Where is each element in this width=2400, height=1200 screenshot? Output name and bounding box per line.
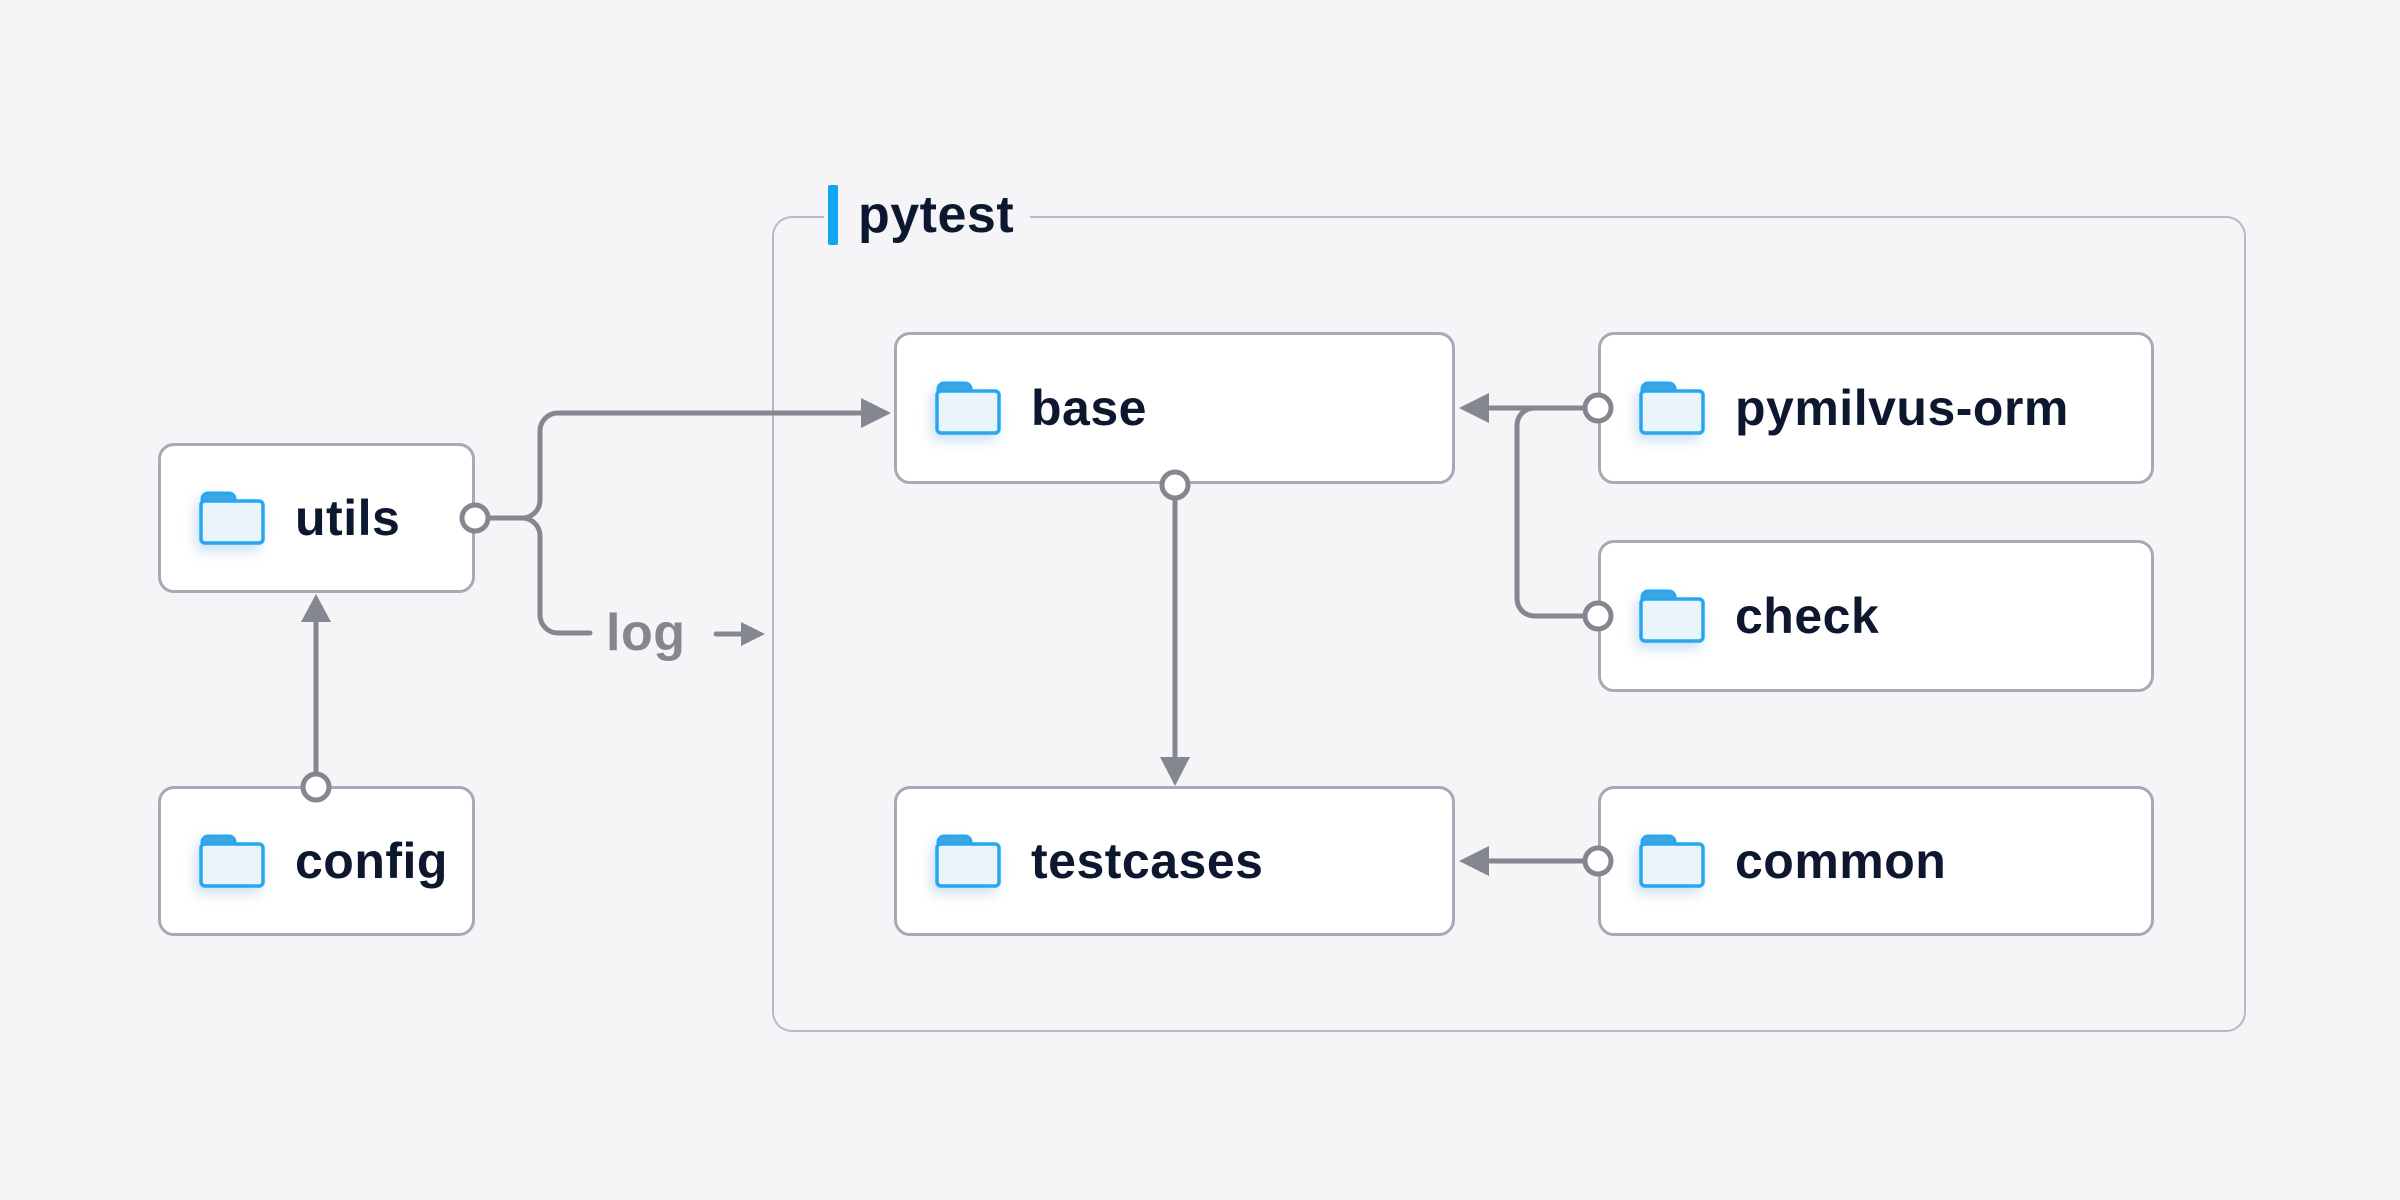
folder-icon bbox=[935, 381, 1001, 435]
accent-bar-icon bbox=[828, 185, 838, 245]
node-base: base bbox=[894, 332, 1455, 484]
node-check: check bbox=[1598, 540, 2154, 692]
node-config: config bbox=[158, 786, 475, 936]
edge-config-utils bbox=[300, 594, 332, 803]
node-utils: utils bbox=[158, 443, 475, 593]
node-label: common bbox=[1735, 833, 1947, 889]
node-label: pymilvus-orm bbox=[1735, 380, 2069, 436]
group-title: pytest bbox=[858, 186, 1015, 244]
node-common: common bbox=[1598, 786, 2154, 936]
folder-icon bbox=[199, 491, 265, 545]
folder-icon bbox=[199, 834, 265, 888]
node-label: base bbox=[1031, 380, 1147, 436]
edge-label-log: log bbox=[606, 604, 686, 662]
node-label: config bbox=[295, 833, 448, 889]
node-pymilvus-orm: pymilvus-orm bbox=[1598, 332, 2154, 484]
node-label: check bbox=[1735, 588, 1880, 644]
folder-icon bbox=[1639, 381, 1705, 435]
folder-icon bbox=[935, 834, 1001, 888]
folder-icon bbox=[1639, 589, 1705, 643]
pytest-group-box bbox=[772, 216, 2246, 1032]
folder-icon bbox=[1639, 834, 1705, 888]
node-label: testcases bbox=[1031, 833, 1264, 889]
node-testcases: testcases bbox=[894, 786, 1455, 936]
node-label: utils bbox=[295, 490, 401, 546]
pytest-group-label: pytest bbox=[824, 184, 1031, 246]
